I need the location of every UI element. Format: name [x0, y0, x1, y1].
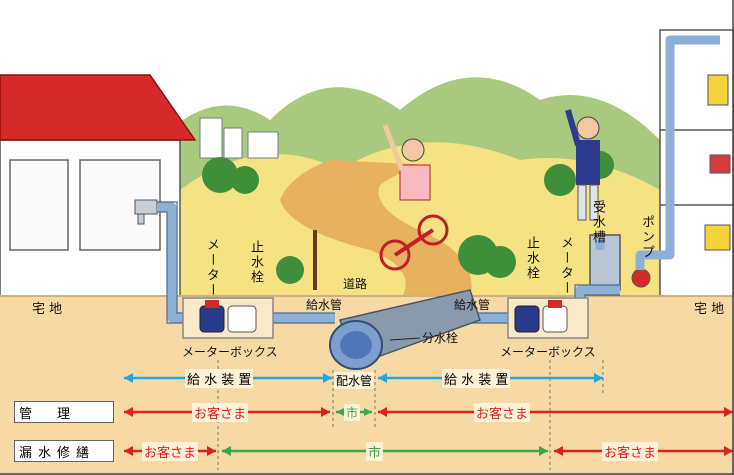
management-right-label: お客さま [474, 403, 531, 422]
supply-pipe-label-left: 給水管 [306, 297, 342, 312]
distant-buildings [199, 117, 279, 159]
management-left-label: お客さま [192, 403, 249, 422]
road-post [313, 230, 317, 290]
pump-icon [631, 268, 651, 288]
receiving-tank-label: 受水槽 [590, 200, 605, 245]
leak-repair-left-label: お客さま [142, 442, 199, 461]
residential-label-right: 宅 地 [694, 302, 724, 317]
leak-repair-right-label: お客さま [602, 442, 659, 461]
stopcock-label-left: 止水栓 [248, 240, 263, 285]
meter-box-label-left: メーターボックス [182, 345, 278, 359]
meter-box-left [182, 297, 274, 339]
branch-valve-pointer [389, 337, 421, 341]
equipment-right-label: 給 水 装 置 [442, 369, 511, 388]
meter-label-right: メーター [558, 236, 573, 296]
leak-repair-header: 漏水修繕 [14, 440, 114, 462]
waving-man [565, 109, 600, 221]
receiving-tank [589, 234, 621, 291]
residential-label-left: 宅 地 [32, 302, 62, 317]
management-center-label: 市 [344, 404, 361, 421]
distribution-main-pipe [329, 289, 481, 370]
left-house [0, 74, 197, 301]
equipment-left-label: 給 水 装 置 [185, 369, 254, 388]
meter-box-label-right: メーターボックス [500, 345, 596, 359]
pump-label: ポンプ [639, 215, 654, 260]
management-header: 管 理 [14, 401, 114, 423]
meter-label-left: メーター [204, 238, 219, 298]
cyclist [379, 124, 449, 271]
supply-pipe-label-right: 給水管 [454, 297, 490, 312]
leak-repair-center-label: 市 [366, 442, 384, 461]
road-label: 道路 [343, 276, 367, 291]
meter-box-right [507, 297, 589, 339]
trees [202, 151, 614, 284]
stopcock-label-right: 止水栓 [524, 236, 539, 281]
winding-path [280, 160, 472, 300]
distribution-pipe-label: 配水管 [334, 372, 375, 389]
branch-valve-label: 分水栓 [422, 330, 458, 345]
